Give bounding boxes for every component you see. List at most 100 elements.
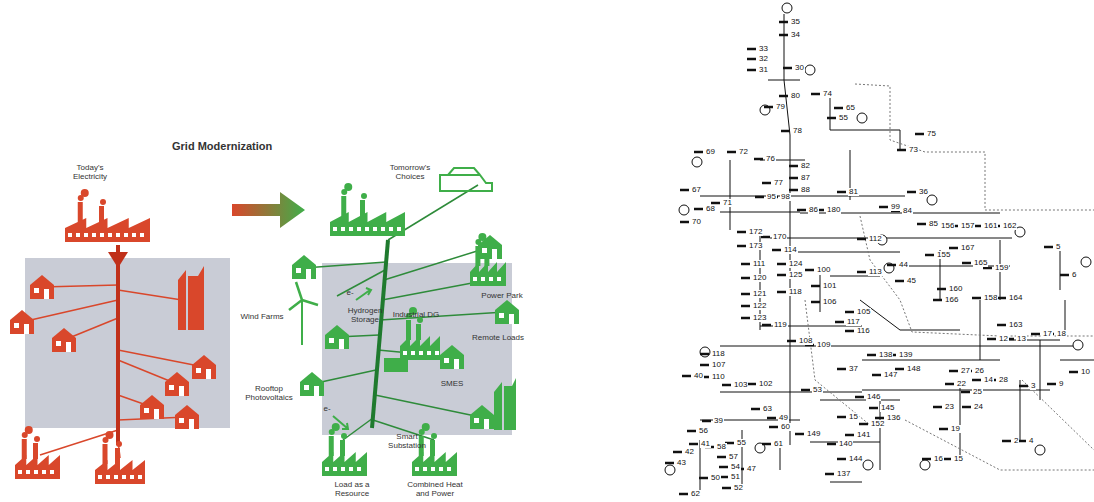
bus-number: 44	[898, 261, 909, 269]
bus-bar	[1047, 383, 1056, 386]
factory-icon	[15, 455, 60, 479]
generator-symbols	[665, 3, 1091, 475]
bus-bar	[811, 301, 820, 304]
bus-number: 165	[973, 259, 988, 267]
component-label: Tomorrow's Choices	[375, 163, 445, 181]
factory-icon	[400, 336, 440, 360]
chimney	[99, 206, 104, 222]
smoke	[34, 436, 40, 442]
bus-number: 118	[788, 288, 803, 296]
bus-number: 30	[794, 64, 805, 72]
house-window	[499, 313, 504, 318]
bus-number: 76	[765, 155, 776, 163]
bus-number: 110	[711, 373, 726, 381]
bus-bar	[722, 487, 731, 490]
drawing-part	[720, 212, 800, 213]
bus-number: 139	[898, 351, 913, 359]
chimney	[78, 202, 83, 222]
drawing-part	[118, 290, 182, 300]
factory-window	[341, 467, 345, 471]
drawing-part	[785, 252, 900, 253]
house-door	[314, 386, 319, 396]
bus-number: 113	[868, 268, 883, 276]
drawing-part	[820, 400, 900, 401]
bus-number: 166	[944, 296, 959, 304]
factory-window	[389, 227, 393, 231]
bus-bar	[687, 430, 696, 433]
bus-number: 13	[1016, 335, 1027, 343]
bus-number: 69	[705, 148, 716, 156]
bus-bar	[897, 149, 906, 152]
drawing-part	[980, 300, 981, 360]
chimney	[406, 320, 411, 340]
drawing-part	[860, 216, 1094, 336]
smoke	[106, 431, 114, 439]
factory-window	[100, 233, 104, 237]
bus-bar	[879, 206, 888, 209]
bus-bar	[845, 311, 854, 314]
bus-number: 57	[728, 453, 739, 461]
factory-window	[357, 227, 361, 231]
drawing-part	[1040, 340, 1041, 400]
factory-window	[138, 475, 142, 479]
bus-number: 9	[1058, 380, 1064, 388]
bus-number: 164	[1008, 294, 1023, 302]
bus-bar	[665, 462, 674, 465]
bus-bar	[801, 389, 810, 392]
bus-number: 167	[960, 244, 975, 252]
factory-window	[114, 475, 118, 479]
drawing-part	[118, 350, 204, 367]
bus-number: 75	[926, 130, 937, 138]
drawing-part	[1020, 380, 1021, 440]
bus-bar	[939, 428, 948, 431]
bus-number: 152	[870, 420, 885, 428]
drawing-part	[730, 160, 731, 230]
bus-bar	[694, 151, 703, 154]
bus-bar	[682, 375, 691, 378]
factory-window	[76, 233, 80, 237]
bus-bar	[915, 133, 924, 136]
component-label: Today's Electricity	[60, 163, 120, 181]
bus-number: 10	[1080, 368, 1091, 376]
drawing-part	[375, 395, 480, 417]
bus-bar	[722, 384, 731, 387]
factory-window	[108, 233, 112, 237]
bus-number: 33	[758, 45, 769, 53]
bus-number: 34	[790, 31, 801, 39]
bus-number: 100	[816, 266, 831, 274]
bus-bar	[895, 280, 904, 283]
drawing-part	[1081, 257, 1091, 267]
factory-window	[84, 233, 88, 237]
drawing-part	[830, 482, 862, 483]
smoke	[431, 433, 437, 439]
factory-icon	[412, 452, 457, 476]
bus-number: 159	[994, 264, 1009, 272]
bus-number: 16	[933, 455, 944, 463]
factory-window	[439, 467, 443, 471]
drawing-part	[1000, 340, 1060, 341]
drawing-part	[1073, 340, 1083, 350]
factory-window	[411, 351, 415, 355]
bus-number: 31	[758, 66, 769, 74]
factory-window	[26, 470, 30, 474]
bus-bar	[1031, 333, 1040, 336]
drawing-part	[857, 113, 867, 123]
bus-number: 146	[866, 393, 881, 401]
bus-number: 61	[773, 440, 784, 448]
bus-bar	[761, 236, 770, 239]
component-label: Remote Loads	[470, 333, 526, 342]
area-boundaries	[805, 84, 1094, 470]
bus-bar	[837, 368, 846, 371]
bus-number: 65	[845, 104, 856, 112]
bus-number: 163	[1008, 321, 1023, 329]
factory-window	[497, 277, 501, 281]
bus-number: 118	[711, 350, 726, 358]
bus-number: 138	[878, 351, 893, 359]
bus-number: 23	[944, 403, 955, 411]
service-area	[25, 258, 230, 428]
component-label: Rooftop Photovoltaics	[242, 384, 296, 402]
bus-bar	[805, 269, 814, 272]
factory-window	[419, 351, 423, 355]
bus-bar	[741, 305, 750, 308]
component-label: e-	[320, 404, 334, 413]
